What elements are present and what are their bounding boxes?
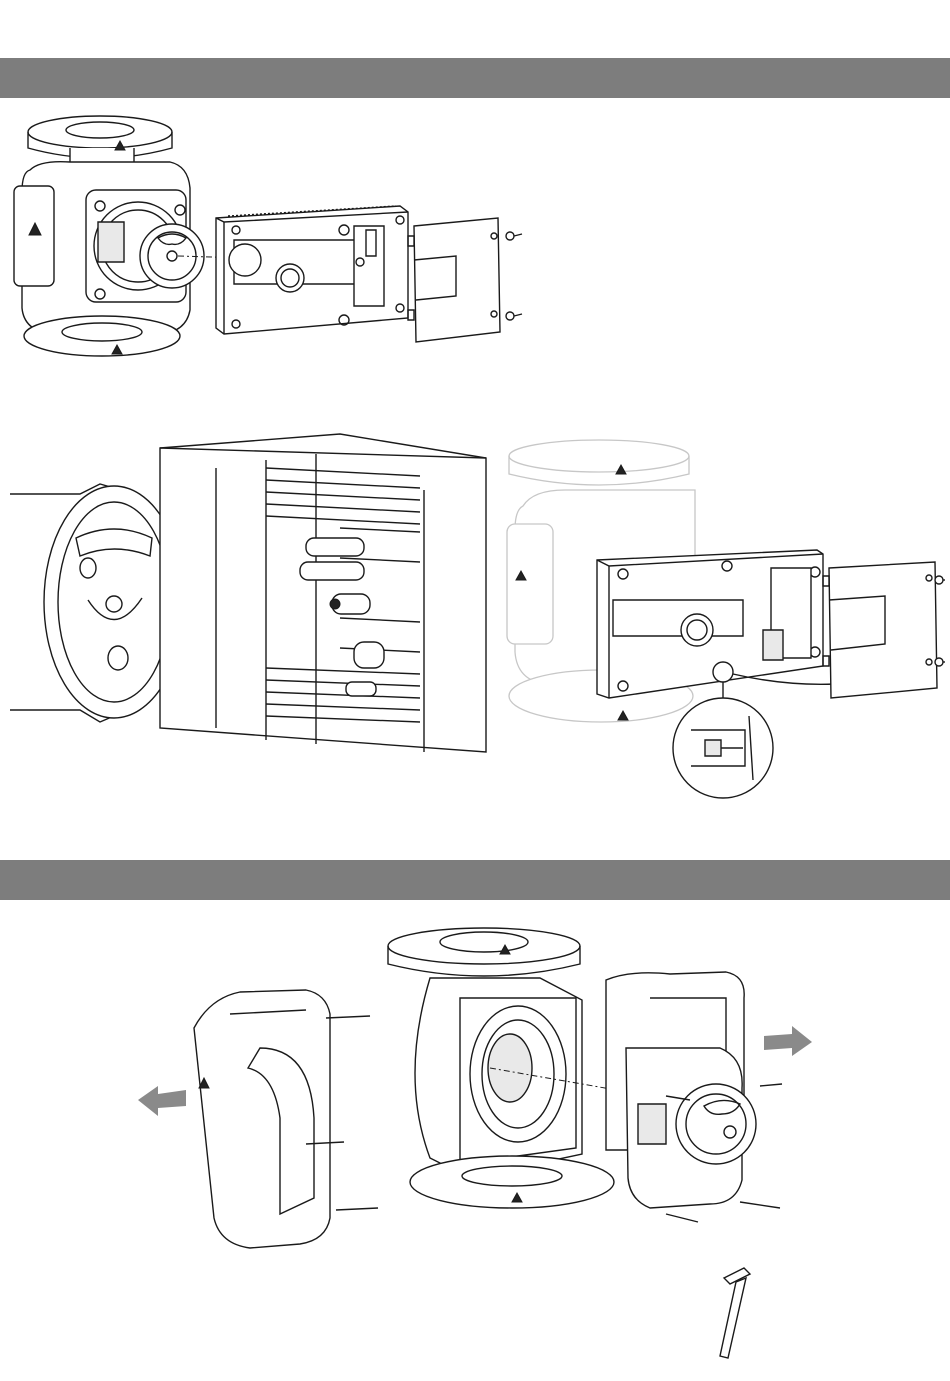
cover-screw-icon [506,232,522,240]
module-removal-illustration [10,110,530,370]
motor-unit [606,972,756,1208]
remove-direction-arrow-left [138,1086,186,1116]
module-cover [408,218,500,342]
cover-screw-icon [935,658,945,666]
magnified-detail-circle [673,698,773,798]
electronic-module [216,206,408,334]
cable-gland [713,662,733,682]
connector-detail-illustration [10,428,490,758]
allen-key-icon [720,1268,750,1358]
module-cover [823,562,937,698]
module-cable-routing-illustration [505,440,945,800]
terminal-cover [14,186,54,286]
section-header-bar-top [0,58,950,98]
setpoint-dial [276,264,304,292]
pump-body [14,116,204,356]
electronic-module [597,550,835,698]
terminal-box-shell [194,990,330,1248]
motor-disassembly-illustration [130,918,830,1368]
remove-direction-arrow-right [764,1026,812,1056]
setpoint-dial [681,614,713,646]
section-header-bar-bottom [0,860,950,900]
module-housing [160,434,486,752]
cover-screw-icon [506,312,522,320]
motor-end-plate [676,1084,756,1164]
pump-housing [388,928,614,1208]
terminal-block [763,630,783,660]
cover-screw-icon [935,576,945,584]
